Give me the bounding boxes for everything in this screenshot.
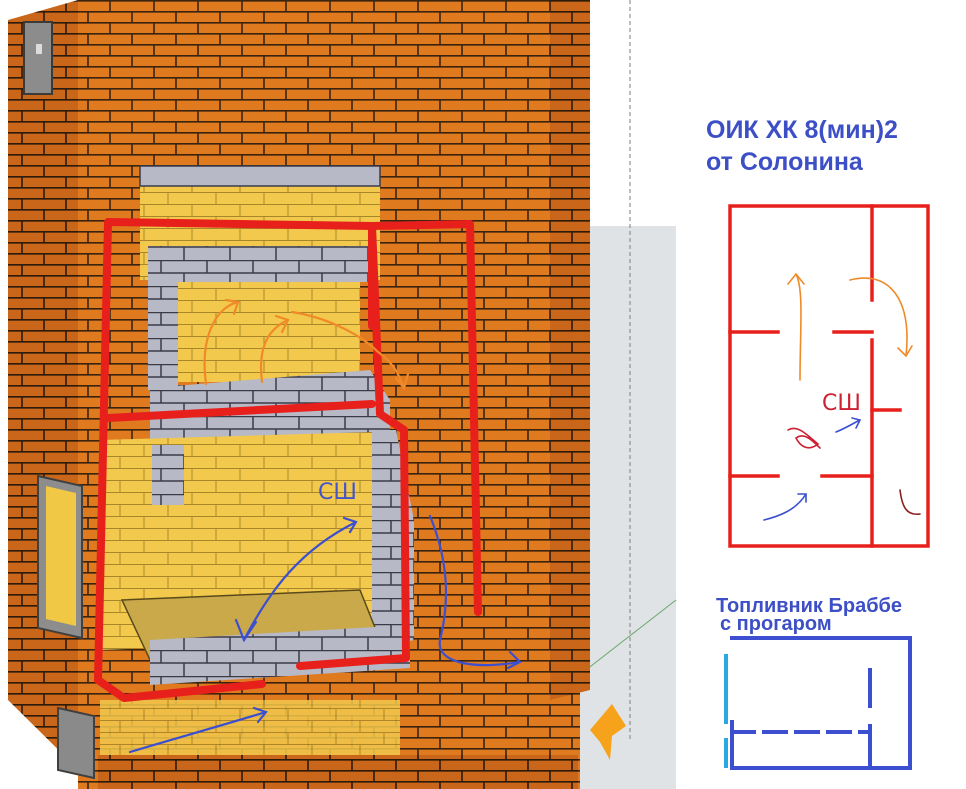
scheme-brabbe-outline	[724, 636, 912, 770]
firebox-door-icon	[37, 474, 83, 640]
firebox-caption-line-1: Топливник Браббе	[716, 595, 903, 617]
scheme-title-line-2: от Солонина	[706, 148, 863, 176]
upper-grey-column-left	[148, 282, 178, 390]
scheme-oik-outline	[728, 204, 930, 548]
cleanout-door-icon	[23, 21, 53, 95]
slide-damper-label-main: СШ	[318, 480, 357, 505]
middle-hood-cavity	[178, 282, 360, 382]
stove-right-edge	[550, 0, 590, 700]
firebox-grey-column-left	[152, 445, 184, 505]
right-riser-cavity	[420, 520, 500, 670]
axis-arrow-icon	[590, 704, 626, 760]
ash-door-icon	[57, 706, 95, 780]
upper-cap-top-edge	[139, 165, 381, 187]
ash-channel	[100, 700, 400, 760]
floor-grey-base	[150, 625, 410, 685]
upper-grey-ledge	[148, 246, 372, 282]
firebox-caption-line-2: с прогаром	[720, 613, 832, 635]
orange-flow-arrows	[203, 298, 410, 391]
slide-damper-label-scheme: СШ	[822, 391, 861, 416]
bottom-base	[98, 755, 578, 789]
scheme-title-line-1: ОИК ХК 8(мин)2	[706, 116, 898, 144]
scheme-oik-flow	[763, 272, 921, 521]
blue-flow-arrows	[128, 514, 522, 754]
